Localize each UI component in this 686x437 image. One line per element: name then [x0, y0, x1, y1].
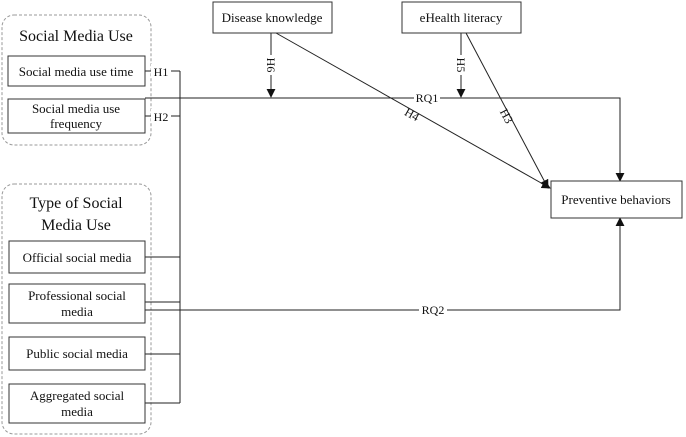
disease-knowledge-box — [212, 1, 333, 34]
social-media-use-time-box — [7, 55, 146, 87]
h4-label: H4 — [402, 105, 422, 124]
rq1-label: RQ1 — [416, 91, 439, 105]
aggregated-social-media-box — [8, 383, 146, 424]
social-media-use-frequency-box — [7, 98, 146, 134]
public-social-media-label: Public social media — [26, 346, 128, 361]
professional-social-media-box — [8, 283, 146, 324]
aggregated-social-media-label-line2: media — [61, 404, 93, 419]
type-of-social-media-use-title-line2: Media Use — [41, 217, 111, 234]
rq1-path — [145, 97, 625, 182]
type-of-social-media-use-group — [1, 183, 152, 435]
h3-arrow — [465, 32, 549, 189]
social-media-use-group — [1, 14, 152, 146]
h2-label: H2 — [154, 110, 169, 124]
social-media-use-group-title: Social Media Use — [19, 28, 133, 45]
h4-arrow — [275, 32, 551, 189]
preventive-behaviors-label: Preventive behaviors — [561, 192, 670, 207]
social-media-use-time-label: Social media use time — [19, 64, 134, 79]
professional-social-media-label-line2: media — [61, 304, 93, 319]
social-media-use-frequency-label-line2: frequency — [50, 116, 102, 131]
disease-knowledge-label: Disease knowledge — [222, 10, 323, 25]
h5-label: H5 — [454, 58, 468, 73]
professional-social-media-label-line1: Professional social — [28, 288, 126, 303]
social-media-use-frequency-label-line1: Social media use — [32, 101, 120, 116]
official-social-media-box — [8, 240, 146, 274]
preventive-behaviors-box — [550, 180, 683, 219]
ehealth-literacy-box — [401, 1, 522, 34]
rq2-label: RQ2 — [422, 303, 445, 317]
ehealth-literacy-label: eHealth literacy — [420, 10, 503, 25]
h6-label: H6 — [264, 58, 278, 73]
h3-label: H3 — [497, 106, 516, 126]
official-social-media-label: Official social media — [23, 250, 132, 265]
public-social-media-box — [8, 336, 146, 371]
type-of-social-media-use-title-line1: Type of Social — [29, 195, 123, 212]
h1-label: H1 — [154, 65, 169, 79]
aggregated-social-media-label-line1: Aggregated social — [30, 388, 125, 403]
rq2-path — [145, 217, 625, 311]
